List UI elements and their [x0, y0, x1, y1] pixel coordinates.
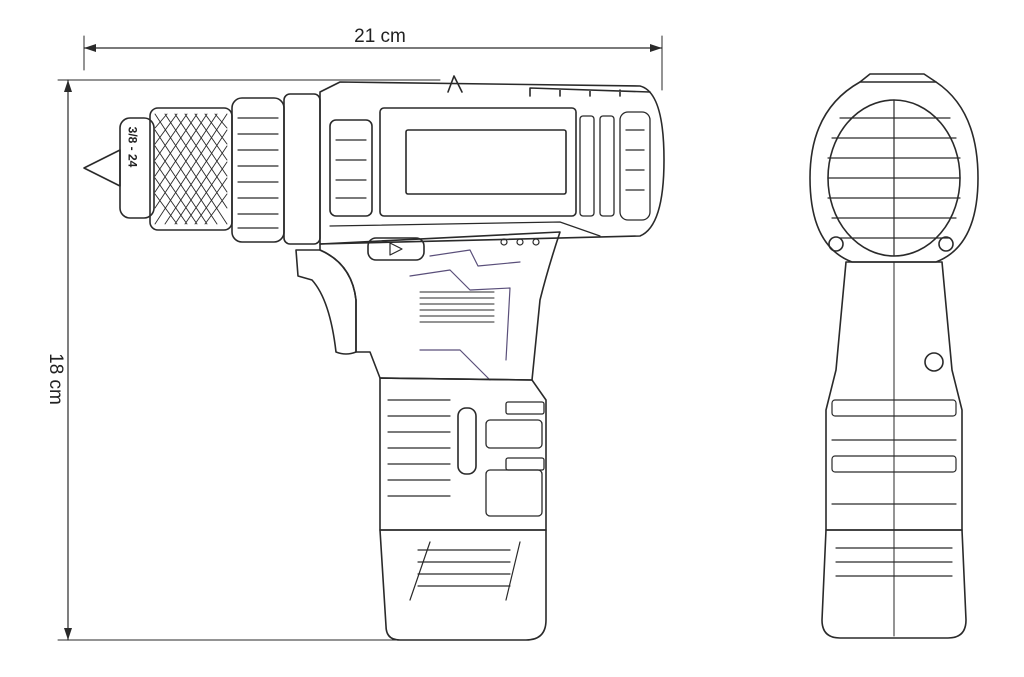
- battery-ribs: [410, 542, 520, 600]
- label-window: [406, 130, 566, 194]
- front-switch-knob: [925, 353, 943, 371]
- side-panel: [330, 120, 372, 216]
- chuck-knurling: [155, 114, 227, 224]
- front-battery-outline: [822, 530, 966, 638]
- front-left-tab: [829, 237, 843, 251]
- width-dimension-label: 21 cm: [354, 26, 406, 47]
- handle-upper: [320, 232, 560, 380]
- clutch-ring: [232, 98, 284, 242]
- front-top-cap: [860, 74, 936, 82]
- clutch-ridges: [238, 118, 278, 228]
- front-battery-ribs: [836, 548, 952, 576]
- drill-side-view: [84, 76, 664, 640]
- housing-underline: [330, 222, 600, 236]
- height-dimension-label: 18 cm: [45, 353, 66, 405]
- handle-grip: [380, 378, 546, 530]
- battery-led-icons: [501, 239, 539, 245]
- drill-front-view: [810, 74, 978, 638]
- width-dimension-line: [84, 36, 662, 90]
- front-grip-bands: [832, 400, 956, 504]
- grip-texture: [420, 292, 494, 322]
- grip-slot: [458, 408, 476, 474]
- battery-pack: [380, 530, 546, 640]
- front-right-tab: [939, 237, 953, 251]
- front-grille-bars: [828, 100, 960, 256]
- trigger[interactable]: [296, 250, 356, 354]
- chuck-tip: [84, 150, 120, 186]
- height-dimension-line: [58, 80, 440, 640]
- housing-top-steps: [530, 88, 650, 96]
- label-frame: [380, 108, 576, 216]
- grip-ribs: [388, 400, 450, 496]
- gear-housing-ring: [284, 94, 320, 244]
- housing-top-fin: [448, 76, 462, 92]
- motor-vents: [580, 112, 650, 220]
- grip-side-blocks: [486, 402, 544, 516]
- motor-housing: [320, 82, 664, 244]
- chuck-collar: [120, 118, 154, 218]
- handle-trim-lines: [410, 250, 520, 380]
- direction-arrow-icon: [390, 243, 402, 255]
- direction-switch[interactable]: [368, 238, 424, 260]
- side-panel-slots: [336, 140, 366, 198]
- chuck-size-marking: 3/8 - 24: [125, 126, 140, 168]
